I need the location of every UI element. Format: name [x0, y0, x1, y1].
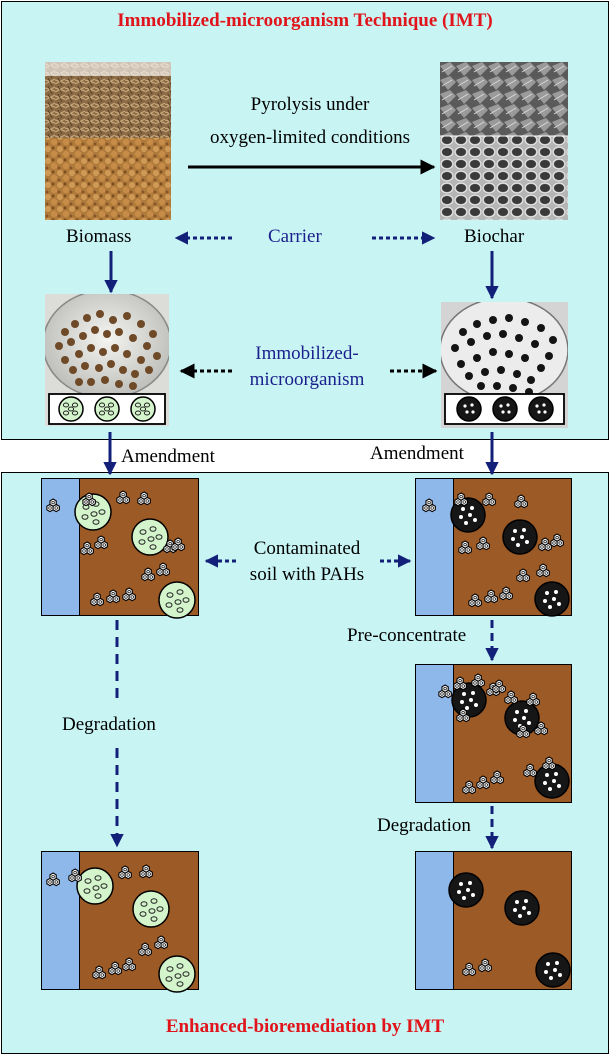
water-phase: [416, 852, 454, 989]
biochar-label: Biochar: [464, 226, 525, 247]
contaminated-label-line-2: soil with PAHs: [249, 564, 365, 585]
amendment-label-left: Amendment: [121, 446, 215, 467]
degradation-label-left: Degradation: [62, 714, 156, 735]
imt-title: Immobilized-microorganism Technique (IMT…: [117, 10, 493, 31]
water-phase: [416, 479, 454, 615]
degradation-label-right: Degradation: [377, 815, 471, 836]
immobilized-label-line-2: microorganism: [249, 369, 365, 390]
process-label-line-2: oxygen-limited conditions: [209, 127, 410, 148]
water-phase: [42, 479, 80, 615]
pre-concentrate-label: Pre-concentrate: [347, 625, 467, 646]
contaminated-label-line-1: Contaminated: [253, 538, 361, 559]
biochar-sem-photo: [440, 62, 568, 220]
biochar-bead-dish-photo: [441, 302, 568, 428]
biomass-label: Biomass: [66, 226, 132, 247]
amendment-label-right: Amendment: [370, 443, 464, 464]
biomass-photo: [45, 62, 171, 220]
pah-molecules-remaining: [463, 959, 491, 976]
biomass-bead-dish-photo: [45, 294, 169, 426]
immobilized-label-line-1: Immobilized-: [255, 343, 359, 364]
process-label-line-1: Pyrolysis under: [250, 94, 370, 115]
carrier-label: Carrier: [268, 226, 322, 247]
bioremediation-title: Enhanced-bioremediation by IMT: [165, 1016, 445, 1037]
